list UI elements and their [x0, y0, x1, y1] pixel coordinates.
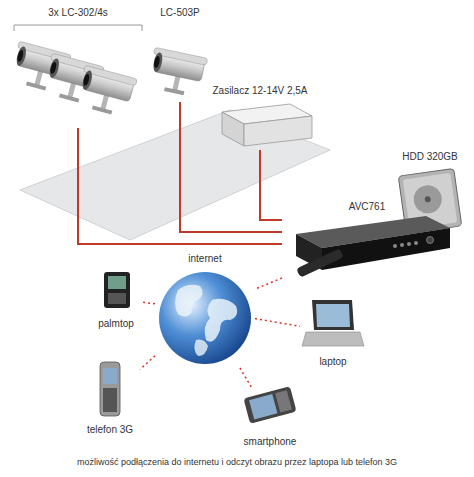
network-link [255, 278, 282, 289]
camera-group: 3x LC-302/4s [8, 6, 148, 128]
network-link [140, 356, 155, 370]
hard-disk: HDD 320GB [390, 150, 470, 235]
device-label: 3x LC-302/4s [46, 6, 109, 19]
network-link [240, 368, 252, 388]
internet-globe: internet [155, 252, 255, 368]
device-label: telefon 3G [85, 423, 135, 436]
network-link [255, 319, 300, 327]
device-label: Zasilacz 12-14V 2,5A [210, 84, 309, 97]
caption: możliwość podłączenia do internetu i odc… [0, 456, 474, 468]
camera-cable [180, 102, 282, 232]
device-label: HDD 320GB [400, 150, 460, 163]
device-label: palmtop [96, 317, 136, 330]
power-supply: Zasilacz 12-14V 2,5A [200, 84, 320, 150]
device-label: smartphone [242, 435, 299, 448]
dvr-recorder: AVC761 [282, 200, 452, 285]
camera-cable [260, 150, 282, 220]
device-label: LC-503P [158, 6, 201, 19]
phone-device: telefon 3G [80, 358, 140, 436]
device-label: laptop [317, 355, 348, 368]
device-label: AVC761 [347, 200, 388, 213]
camera: LC-503P [150, 6, 210, 102]
smartphone-device: smartphone [232, 388, 308, 448]
palmtop-device: palmtop [90, 268, 142, 330]
laptop-device: laptop [300, 296, 366, 368]
network-link [142, 302, 155, 304]
device-label: internet [186, 252, 223, 265]
